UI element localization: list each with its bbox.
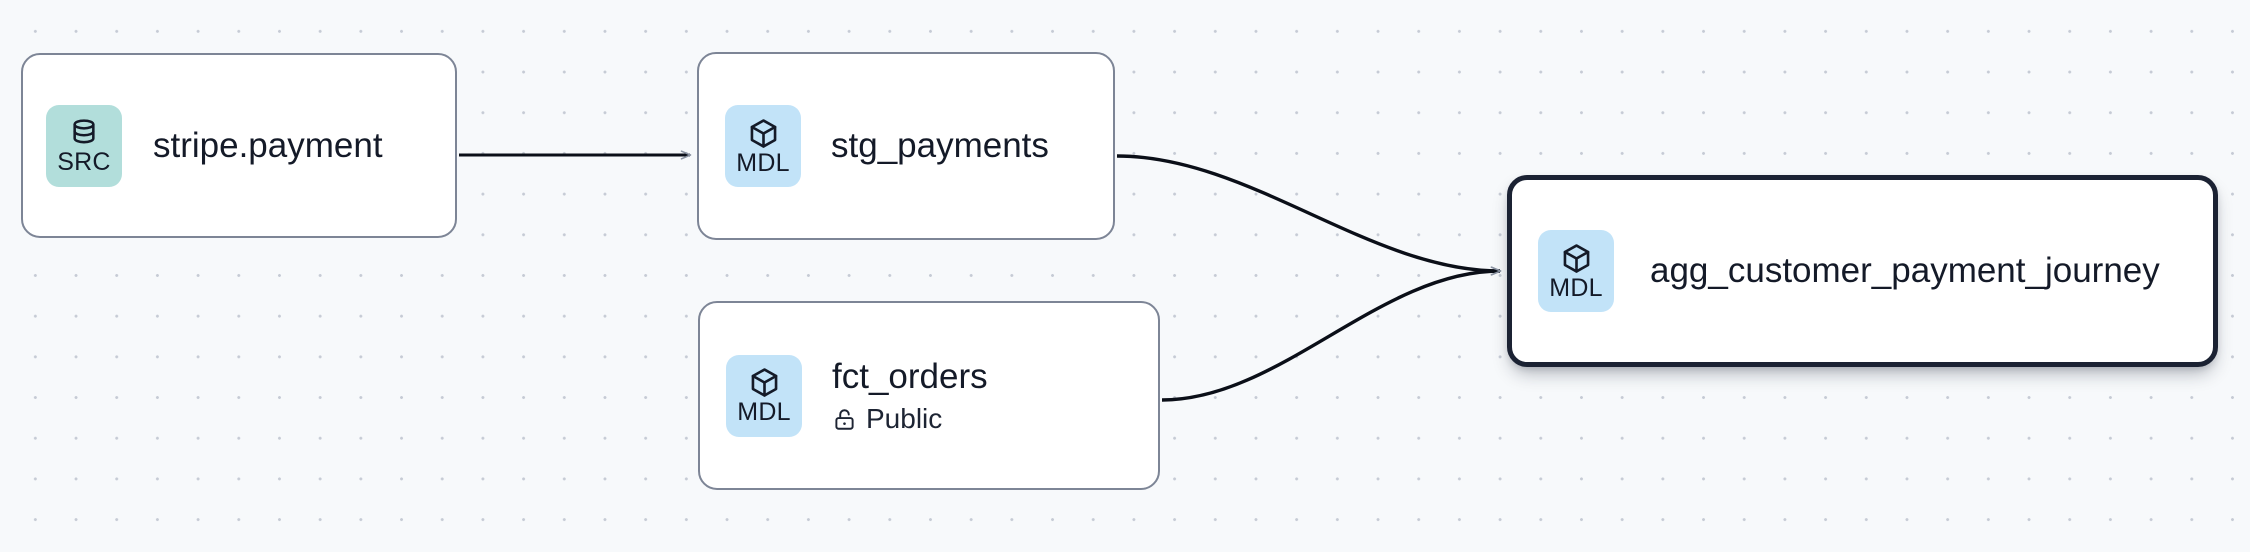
edge-stg-payments-to-agg-customer-payment-journey (1116, 154, 1502, 276)
node-title: agg_customer_payment_journey (1650, 251, 2160, 291)
node-agg-customer-payment-journey[interactable]: MDL agg_customer_payment_journey (1507, 175, 2218, 367)
model-badge-label: MDL (737, 398, 791, 426)
node-visibility: Public (832, 402, 988, 435)
node-body: agg_customer_payment_journey (1650, 250, 2160, 291)
node-stripe-payment[interactable]: SRC stripe.payment (21, 53, 457, 238)
node-title: stripe.payment (153, 125, 383, 165)
node-body: stg_payments (831, 125, 1049, 166)
source-badge: SRC (46, 104, 122, 187)
cube-icon (751, 368, 777, 397)
node-stg-payments[interactable]: MDL stg_payments (697, 52, 1115, 240)
database-icon (73, 118, 95, 143)
model-badge: MDL (1538, 230, 1614, 312)
model-badge: MDL (726, 354, 802, 437)
cube-icon (1563, 243, 1589, 273)
source-badge-label: SRC (57, 147, 111, 176)
node-body: fct_orders Public (832, 356, 988, 434)
node-visibility-label: Public (866, 402, 943, 434)
model-badge-label: MDL (1549, 273, 1603, 302)
edge-fct-orders-to-agg-customer-payment-journey (1161, 266, 1502, 402)
cube-icon (750, 118, 776, 148)
model-badge: MDL (725, 105, 801, 187)
node-title: fct_orders (832, 357, 988, 397)
node-fct-orders[interactable]: MDL fct_orders Public (698, 301, 1160, 490)
unlock-icon (835, 408, 854, 430)
node-title: stg_payments (831, 126, 1049, 166)
model-badge-label: MDL (736, 148, 790, 177)
node-body: stripe.payment (153, 125, 383, 166)
